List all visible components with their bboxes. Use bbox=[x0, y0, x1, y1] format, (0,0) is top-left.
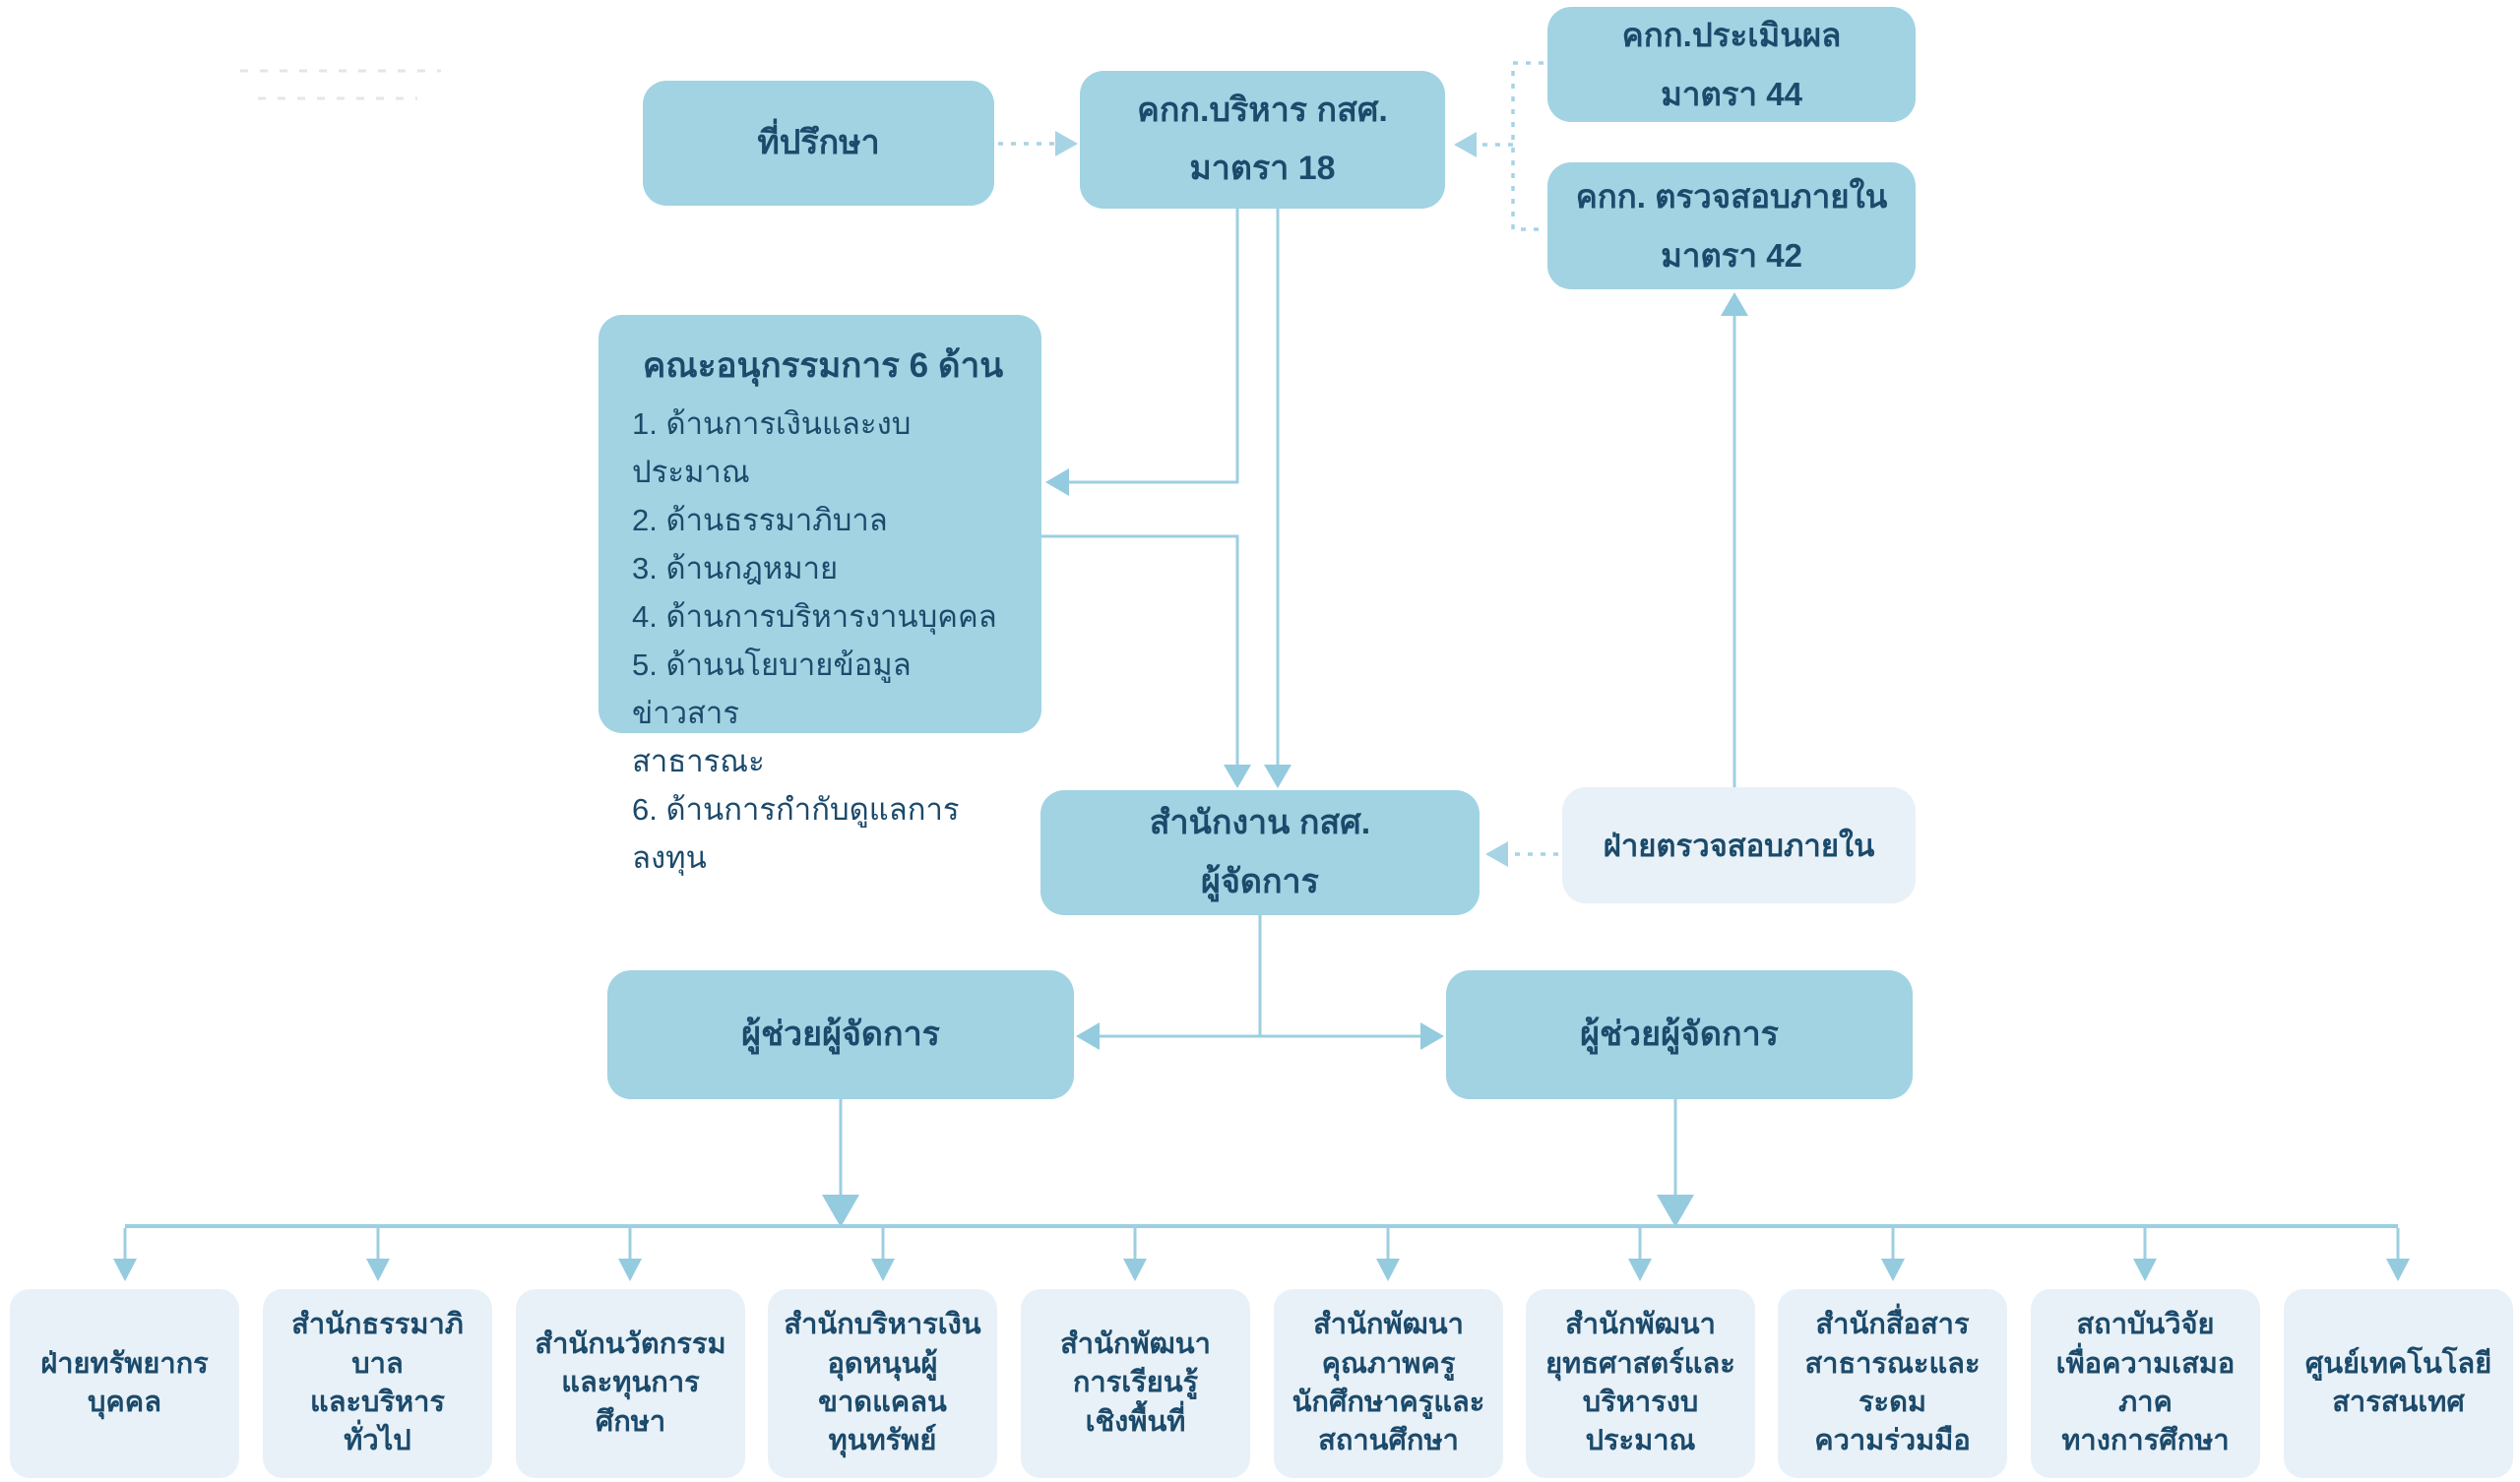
node-deputy-manager-left: ผู้ช่วยผู้จัดการ bbox=[607, 970, 1074, 1099]
node-internal-audit-committee: คกก. ตรวจสอบภายใน มาตรา 42 bbox=[1547, 162, 1916, 289]
node-evaluation-committee: คกก.ประเมินผล มาตรา 44 bbox=[1547, 7, 1916, 122]
node-unit-grant-management: สำนักบริหารเงิน อุดหนุนผู้ขาดแคลน ทุนทรั… bbox=[768, 1289, 997, 1478]
node-unit-equity-research: สถาบันวิจัย เพื่อความเสมอภาค ทางการศึกษา bbox=[2031, 1289, 2260, 1478]
node-unit-hr: ฝ่ายทรัพยากร บุคคล bbox=[10, 1289, 239, 1478]
node-unit-it-center: ศูนย์เทคโนโลยี สารสนเทศ bbox=[2284, 1289, 2513, 1478]
node-board: คกก.บริหาร กสศ. มาตรา 18 bbox=[1080, 71, 1445, 209]
subcommittees-title: คณะอนุกรรมการ 6 ด้าน bbox=[642, 346, 1004, 385]
node-internal-audit-unit: ฝ่ายตรวจสอบภายใน bbox=[1562, 787, 1916, 903]
unit-drop-arrows bbox=[113, 1228, 2410, 1281]
node-unit-teacher-quality: สำนักพัฒนา คุณภาพครู นักศึกษาครูและ สถาน… bbox=[1274, 1289, 1503, 1478]
node-unit-innovation-scholarship: สำนักนวัตกรรม และทุนการศึกษา bbox=[516, 1289, 745, 1478]
node-unit-public-communication: สำนักสื่อสาร สาธารณะและระดม ความร่วมมือ bbox=[1778, 1289, 2007, 1478]
node-subcommittees: คณะอนุกรรมการ 6 ด้าน 1. ด้านการเงินและงบ… bbox=[598, 315, 1041, 875]
node-deputy-manager-right: ผู้ช่วยผู้จัดการ bbox=[1446, 970, 1913, 1099]
subcommittee-item: 2. ด้านธรรมาภิบาล bbox=[632, 502, 888, 537]
subcommittee-item: 3. ด้านกฎหมาย bbox=[632, 550, 839, 586]
subcommittee-item: 6. ด้านการกำกับดูแลการลงทุน bbox=[632, 791, 960, 875]
node-advisor: ที่ปรึกษา bbox=[643, 81, 994, 206]
subcommittee-item: 4. ด้านการบริหารงานบุคคล bbox=[632, 598, 997, 634]
node-unit-governance: สำนักธรรมาภิบาล และบริหารทั่วไป bbox=[263, 1289, 492, 1478]
node-unit-area-based-learning: สำนักพัฒนา การเรียนรู้ เชิงพื้นที่ bbox=[1021, 1289, 1250, 1478]
node-unit-strategy-budget: สำนักพัฒนา ยุทธศาสตร์และ บริหารงบประมาณ bbox=[1526, 1289, 1755, 1478]
subcommittee-item: 5. ด้านนโยบายข้อมูลข่าวสาร สาธารณะ bbox=[632, 647, 912, 778]
subcommittee-item: 1. ด้านการเงินและงบประมาณ bbox=[632, 406, 912, 489]
node-office-manager: สำนักงาน กสศ. ผู้จัดการ bbox=[1040, 790, 1480, 915]
